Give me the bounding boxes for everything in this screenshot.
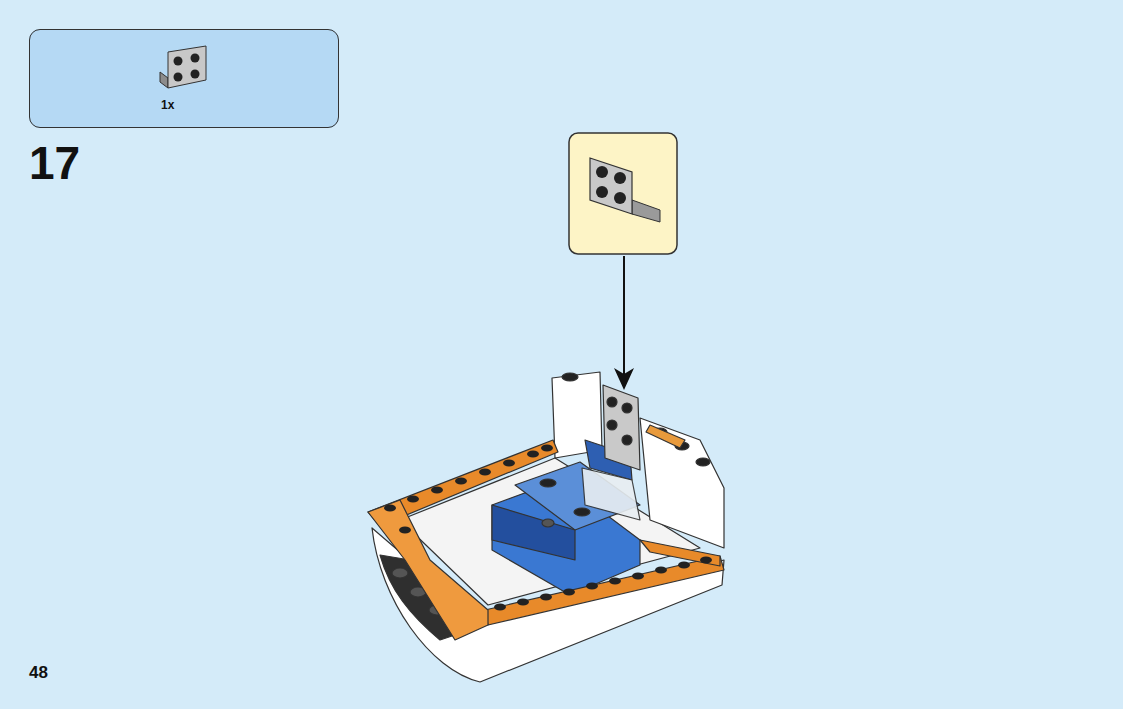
parts-box-fill (29, 29, 339, 128)
callout-box (569, 133, 677, 254)
bracket-part-icon (160, 46, 206, 88)
step-number: 17 (29, 140, 80, 186)
page-number: 48 (29, 664, 48, 681)
parts-box: 1x (29, 29, 339, 128)
model (368, 372, 724, 682)
bracket-part-callout (590, 158, 660, 222)
placement-arrow (623, 256, 625, 374)
part-quantity: 1x (161, 98, 174, 112)
arrow-head (614, 368, 634, 390)
